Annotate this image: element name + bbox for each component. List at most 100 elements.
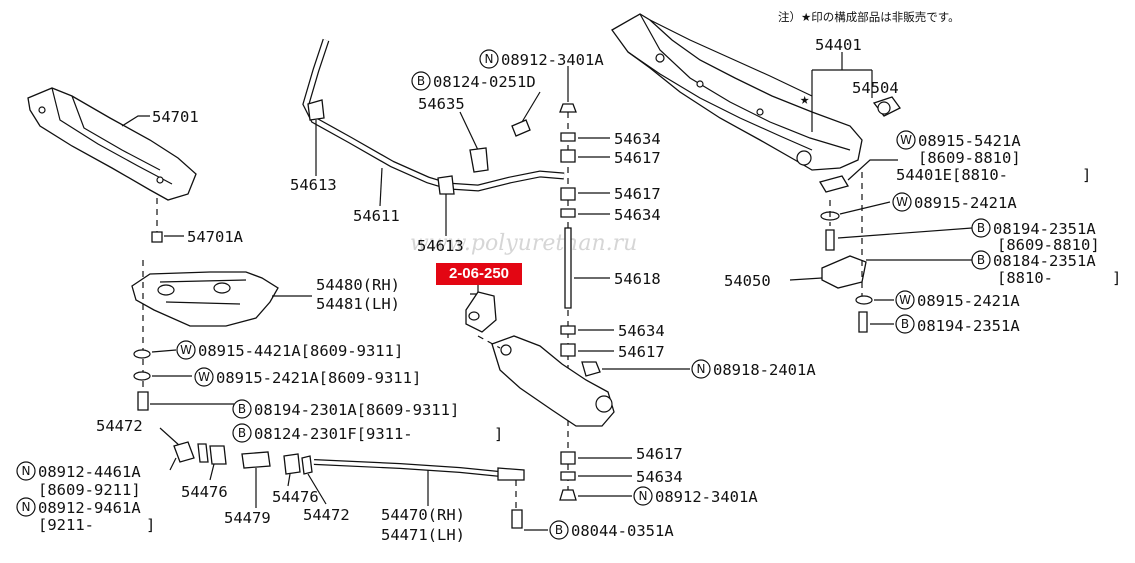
label-08194-2351A-b: 08194-2351A (917, 317, 1020, 335)
bracket-54480-drawing (131, 271, 279, 327)
label-54634-d: 54634 (636, 468, 683, 486)
ball-joint (595, 395, 613, 413)
w-symbol-icon (194, 367, 214, 387)
sleeve-54479 (241, 451, 271, 469)
label-08124-2301F: 08124-2301F[9311- (254, 425, 413, 443)
label-54617-a: 54617 (614, 149, 661, 167)
lower-arm-drawing (491, 335, 615, 427)
washer-icon (560, 471, 576, 481)
n-symbol-icon (691, 359, 711, 379)
b-symbol-text: B (555, 523, 563, 537)
n-symbol-icon (16, 461, 36, 481)
leader-54472-b (307, 473, 327, 505)
label-08124-0251D: 08124-0251D (433, 73, 536, 91)
n-symbol-text: N (639, 489, 648, 503)
nut-54472-a (173, 441, 195, 463)
leader-bolt-0251D (521, 91, 541, 123)
star-mark: ★ (800, 90, 809, 108)
washer-icon (560, 325, 576, 335)
bolt-icon (151, 231, 163, 243)
nut-icon (581, 361, 601, 377)
bushing-54613-b (437, 175, 455, 195)
nut-icon (559, 489, 577, 501)
label-54634-a: 54634 (614, 130, 661, 148)
b-symbol-text: B (901, 317, 909, 331)
label-08915-2421A-a: 08915-2421A (914, 194, 1017, 212)
label-9211: [9211- (38, 516, 94, 534)
n-symbol-icon (16, 497, 36, 517)
label-08194-2351A-a: 08194-2351A (993, 220, 1096, 238)
bolt-icon (858, 311, 868, 333)
washer-icon (855, 295, 873, 305)
bolt-icon (511, 509, 523, 529)
bushing-2-06-250 (465, 291, 497, 333)
label-54635: 54635 (418, 95, 465, 113)
washer-icon (560, 132, 576, 142)
leader-nut-bottom-left (169, 457, 177, 471)
link-54618 (564, 227, 572, 309)
frame-54701-drawing (27, 87, 197, 201)
n-symbol-text: N (485, 52, 494, 66)
label-54476-b: 54476 (272, 488, 319, 506)
label-08915-4421A: 08915-4421A[8609-9311] (198, 342, 403, 360)
n-symbol-icon (633, 486, 653, 506)
label-8810: [8810- (997, 269, 1053, 287)
label-08912-9461A: 08912-9461A (38, 499, 141, 517)
bushing-icon (560, 451, 576, 465)
label-08915-2421A-b: 08915-2421A (917, 292, 1020, 310)
leader-54401E (847, 159, 898, 181)
label-54634-c: 54634 (618, 322, 665, 340)
bracket-close-c: ] (494, 425, 503, 443)
stabilizer-bar-fill (303, 39, 565, 191)
b-symbol-icon (232, 423, 252, 443)
w-symbol-text: W (899, 293, 911, 307)
n-symbol-icon (479, 49, 499, 69)
b-symbol-text: B (238, 426, 246, 440)
nut-icon (559, 103, 577, 113)
non-sale-note: 注）★印の構成部品は非販売です。 (778, 10, 960, 24)
label-8609-8810-a: [8609-8810] (918, 149, 1021, 167)
bolt-icon (511, 119, 531, 137)
label-54401E: 54401E[8810- (896, 166, 1008, 184)
leader-54050 (789, 277, 823, 281)
washer-icon (197, 443, 209, 463)
label-54617-d: 54617 (636, 445, 683, 463)
bracket-close-a: ] (1082, 166, 1091, 184)
label-54613-a: 54613 (290, 176, 337, 194)
bracket-hole (157, 284, 175, 296)
washer-icon (133, 371, 151, 381)
watermark: www.polyurethan.ru (410, 231, 637, 256)
bracket-close-d: ] (146, 516, 155, 534)
label-08918-2401A: 08918-2401A (713, 361, 816, 379)
label-08912-4461A: 08912-4461A (38, 463, 141, 481)
w-symbol-icon (896, 130, 916, 150)
washer-icon (301, 455, 313, 475)
b-symbol-text: B (977, 221, 985, 235)
label-54050: 54050 (724, 272, 771, 290)
w-symbol-text: W (198, 370, 210, 384)
w-symbol-text: W (900, 133, 912, 147)
bracket-54050 (821, 255, 867, 289)
leader-08915-2421A-a (839, 201, 891, 215)
part-number-badge[interactable]: 2-06-250 (436, 263, 522, 285)
label-54634-b: 54634 (614, 206, 661, 224)
leader-54635 (459, 111, 479, 151)
washer-icon (560, 208, 576, 218)
bracket-hole (213, 282, 231, 294)
w-symbol-icon (895, 290, 915, 310)
label-8609-9211: [8609-9211] (38, 481, 141, 499)
bushing-icon (560, 187, 576, 201)
bolt-icon (137, 391, 149, 411)
label-54613-b: 54613 (417, 237, 464, 255)
axis-bushing (477, 335, 501, 349)
clamp-54635 (469, 147, 489, 173)
w-symbol-text: W (180, 343, 192, 357)
leader-54401 (811, 52, 873, 132)
bushing-54613-a (307, 99, 325, 121)
label-54480: 54480(RH) (316, 276, 400, 294)
bushing-icon (560, 149, 576, 163)
label-08912-3401A-top: 08912-3401A (501, 51, 604, 69)
label-54701A: 54701A (187, 228, 244, 246)
n-symbol-text: N (697, 362, 706, 376)
leader-54472-a (159, 427, 181, 447)
